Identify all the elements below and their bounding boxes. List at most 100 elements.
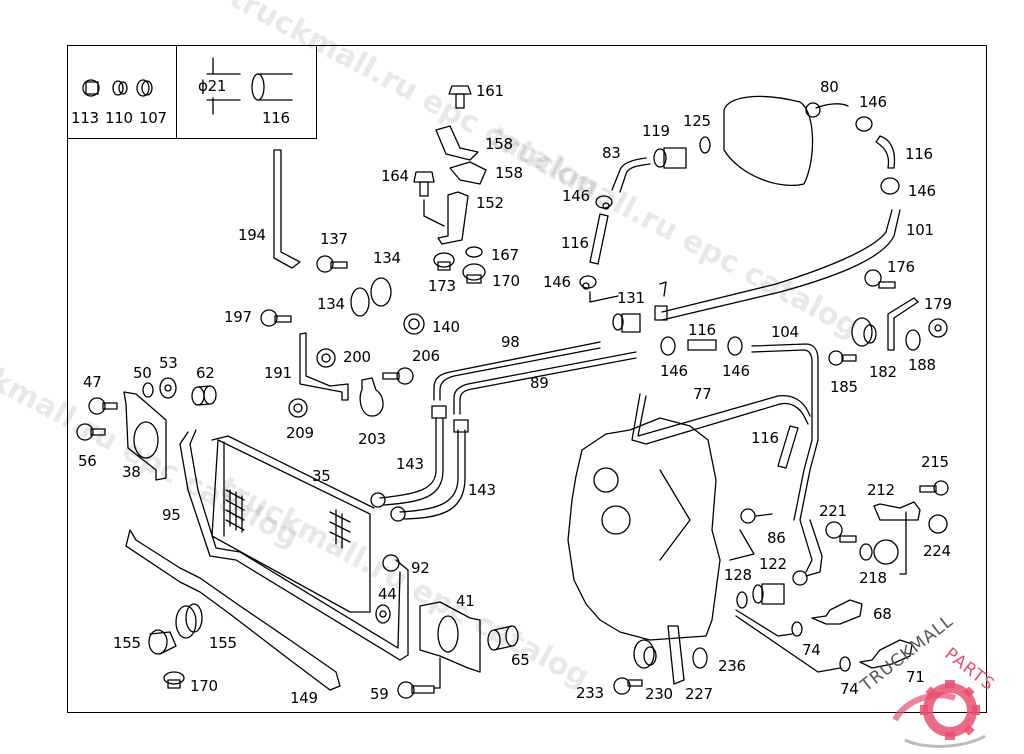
callout-116-b[interactable]: 116 bbox=[905, 145, 933, 163]
callout-233[interactable]: 233 bbox=[576, 684, 604, 702]
callout-86[interactable]: 86 bbox=[767, 529, 786, 547]
callout-209[interactable]: 209 bbox=[286, 424, 314, 442]
nut-131-icon bbox=[654, 305, 668, 321]
clamp-155-b-icon bbox=[148, 629, 177, 655]
callout-185[interactable]: 185 bbox=[830, 378, 858, 396]
callout-62[interactable]: 62 bbox=[196, 364, 215, 382]
nut-80-icon bbox=[805, 102, 821, 118]
callout-212[interactable]: 212 bbox=[867, 481, 895, 499]
oil-pump-icon bbox=[723, 95, 814, 186]
callout-41[interactable]: 41 bbox=[456, 592, 475, 610]
clamp-146-b-icon bbox=[579, 275, 597, 290]
callout-74-b[interactable]: 74 bbox=[840, 680, 859, 698]
callout-125[interactable]: 125 bbox=[683, 112, 711, 130]
callout-53[interactable]: 53 bbox=[159, 354, 178, 372]
callout-152[interactable]: 152 bbox=[476, 194, 504, 212]
callout-56[interactable]: 56 bbox=[78, 452, 97, 470]
callout-134-a[interactable]: 134 bbox=[373, 249, 401, 267]
callout-155-a[interactable]: 155 bbox=[113, 634, 141, 652]
callout-203[interactable]: 203 bbox=[358, 430, 386, 448]
callout-77[interactable]: 77 bbox=[693, 385, 712, 403]
callout-230[interactable]: 230 bbox=[645, 685, 673, 703]
callout-221[interactable]: 221 bbox=[819, 502, 847, 520]
callout-146-f[interactable]: 146 bbox=[722, 362, 750, 380]
bolt-176-icon bbox=[864, 269, 896, 289]
callout-134-b[interactable]: 134 bbox=[317, 295, 345, 313]
callout-44[interactable]: 44 bbox=[378, 585, 397, 603]
clamp-155-a-icon bbox=[175, 603, 203, 639]
nut-113-icon bbox=[82, 79, 100, 97]
callout-158-lower[interactable]: 158 bbox=[495, 164, 523, 182]
callout-128[interactable]: 128 bbox=[724, 566, 752, 584]
clamp-146-a-icon bbox=[595, 195, 613, 210]
callout-122[interactable]: 122 bbox=[759, 555, 787, 573]
callout-170-top[interactable]: 170 bbox=[492, 272, 520, 290]
callout-143-a[interactable]: 143 bbox=[396, 455, 424, 473]
bolt-233-icon bbox=[613, 677, 643, 695]
callout-35[interactable]: 35 bbox=[312, 467, 331, 485]
callout-173[interactable]: 173 bbox=[428, 277, 456, 295]
callout-227[interactable]: 227 bbox=[685, 685, 713, 703]
callout-215[interactable]: 215 bbox=[921, 453, 949, 471]
callout-83[interactable]: 83 bbox=[602, 144, 621, 162]
callout-236[interactable]: 236 bbox=[718, 657, 746, 675]
callout-47[interactable]: 47 bbox=[83, 373, 102, 391]
callout-116-a[interactable]: 116 bbox=[561, 234, 589, 252]
callout-149[interactable]: 149 bbox=[290, 689, 318, 707]
line-83-icon bbox=[611, 157, 647, 191]
callout-68[interactable]: 68 bbox=[873, 605, 892, 623]
callout-155-b[interactable]: 155 bbox=[209, 634, 237, 652]
line-101-icon bbox=[661, 209, 893, 313]
hose-116-c-icon bbox=[687, 339, 717, 351]
callout-92[interactable]: 92 bbox=[411, 559, 430, 577]
callout-224[interactable]: 224 bbox=[923, 542, 951, 560]
callout-137[interactable]: 137 bbox=[320, 230, 348, 248]
bolt-185-icon bbox=[828, 350, 857, 366]
callout-176[interactable]: 176 bbox=[887, 258, 915, 276]
callout-95[interactable]: 95 bbox=[162, 506, 181, 524]
nut-200-icon bbox=[316, 348, 336, 368]
bar-149-icon bbox=[125, 529, 341, 691]
callout-116-d[interactable]: 116 bbox=[751, 429, 779, 447]
callout-116-c[interactable]: 116 bbox=[688, 321, 716, 339]
callout-89[interactable]: 89 bbox=[530, 374, 549, 392]
callout-188[interactable]: 188 bbox=[908, 356, 936, 374]
callout-161[interactable]: 161 bbox=[476, 82, 504, 100]
callout-167[interactable]: 167 bbox=[491, 246, 519, 264]
callout-218[interactable]: 218 bbox=[859, 569, 887, 587]
washer-128-icon bbox=[736, 591, 748, 609]
callout-146-d[interactable]: 146 bbox=[908, 182, 936, 200]
callout-164[interactable]: 164 bbox=[381, 167, 409, 185]
callout-59[interactable]: 59 bbox=[370, 685, 389, 703]
callout-38[interactable]: 38 bbox=[122, 463, 141, 481]
callout-191[interactable]: 191 bbox=[264, 364, 292, 382]
callout-146-c[interactable]: 146 bbox=[859, 93, 887, 111]
line-98-icon bbox=[433, 341, 601, 401]
callout-179[interactable]: 179 bbox=[924, 295, 952, 313]
callout-200[interactable]: 200 bbox=[343, 348, 371, 366]
callout-194[interactable]: 194 bbox=[238, 226, 266, 244]
callout-140[interactable]: 140 bbox=[432, 318, 460, 336]
callout-74-a[interactable]: 74 bbox=[802, 641, 821, 659]
callout-206[interactable]: 206 bbox=[412, 347, 440, 365]
callout-131[interactable]: 131 bbox=[617, 289, 645, 307]
callout-98[interactable]: 98 bbox=[501, 333, 520, 351]
callout-80[interactable]: 80 bbox=[820, 78, 839, 96]
callout-197[interactable]: 197 bbox=[224, 308, 252, 326]
callout-146-e[interactable]: 146 bbox=[660, 362, 688, 380]
callout-101[interactable]: 101 bbox=[906, 221, 934, 239]
callout-143-b[interactable]: 143 bbox=[468, 481, 496, 499]
callout-71[interactable]: 71 bbox=[906, 668, 925, 686]
callout-50[interactable]: 50 bbox=[133, 364, 152, 382]
washer-74-b-icon bbox=[839, 656, 851, 672]
callout-158-upper[interactable]: 158 bbox=[485, 135, 513, 153]
callout-119[interactable]: 119 bbox=[642, 122, 670, 140]
callout-182[interactable]: 182 bbox=[869, 363, 897, 381]
callout-146-a[interactable]: 146 bbox=[562, 187, 590, 205]
callout-146-b[interactable]: 146 bbox=[543, 273, 571, 291]
callout-104[interactable]: 104 bbox=[771, 323, 799, 341]
callout-170-bottom[interactable]: 170 bbox=[190, 677, 218, 695]
gear-logo-icon bbox=[892, 680, 986, 748]
callout-65[interactable]: 65 bbox=[511, 651, 530, 669]
